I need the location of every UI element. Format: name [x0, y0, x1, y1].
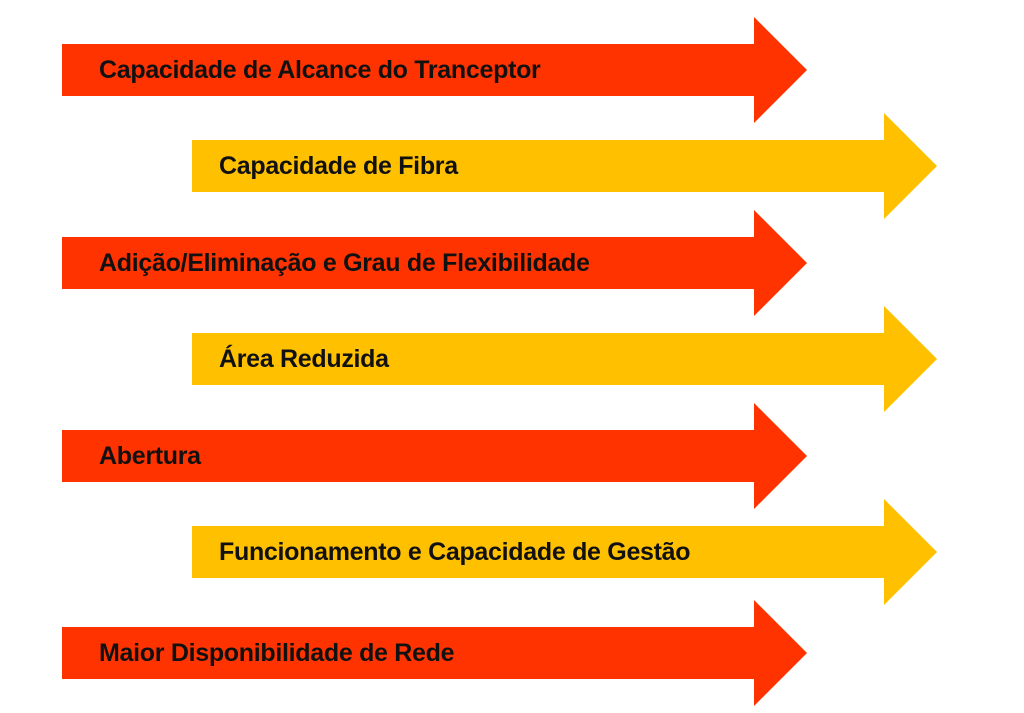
arrow-label: Abertura — [99, 442, 201, 470]
arrow-1: Capacidade de Alcance do Tranceptor — [62, 17, 807, 123]
arrow-7: Maior Disponibilidade de Rede — [62, 600, 807, 706]
arrow-4: Área Reduzida — [192, 306, 937, 412]
arrow-shape — [62, 17, 807, 123]
arrow-label: Funcionamento e Capacidade de Gestão — [219, 538, 691, 566]
arrow-shape — [192, 113, 937, 219]
arrow-shape — [62, 210, 807, 316]
arrow-label: Adição/Eliminação e Grau de Flexibilidad… — [99, 249, 590, 277]
arrow-shape — [192, 499, 937, 605]
arrow-shape — [62, 403, 807, 509]
arrow-2: Capacidade de Fibra — [192, 113, 937, 219]
arrow-label: Maior Disponibilidade de Rede — [99, 639, 455, 667]
arrow-label: Capacidade de Fibra — [219, 152, 458, 180]
arrow-shape — [192, 306, 937, 412]
arrow-6: Funcionamento e Capacidade de Gestão — [192, 499, 937, 605]
arrow-shape — [62, 600, 807, 706]
arrow-label: Capacidade de Alcance do Tranceptor — [99, 56, 541, 84]
arrow-label: Área Reduzida — [219, 345, 389, 373]
arrow-5: Abertura — [62, 403, 807, 509]
arrow-3: Adição/Eliminação e Grau de Flexibilidad… — [62, 210, 807, 316]
